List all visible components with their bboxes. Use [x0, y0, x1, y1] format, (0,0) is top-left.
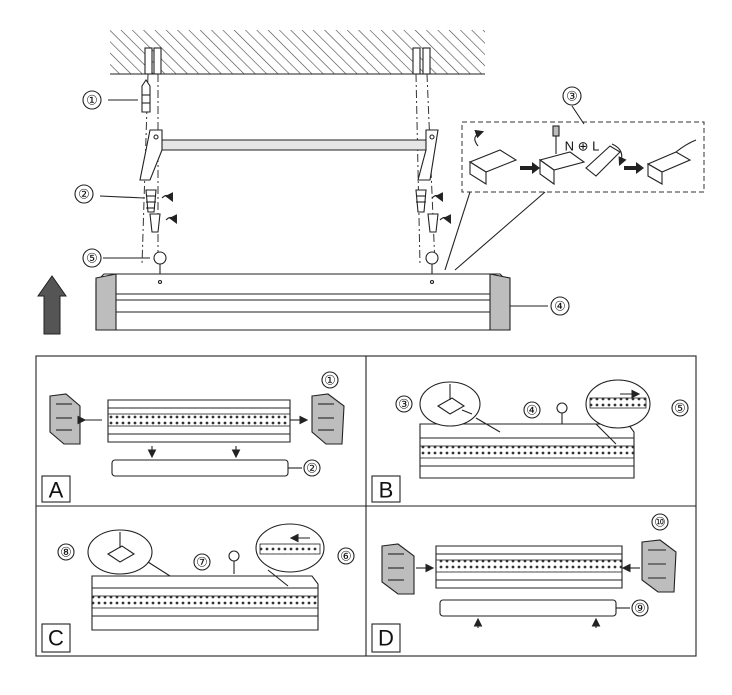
ceiling-installation-view: ① ②	[37, 30, 705, 335]
screw-icon	[145, 189, 439, 233]
end-cap-right	[641, 539, 677, 593]
panel-d-letter: D	[378, 626, 394, 651]
panel-c-label-8: ⑧	[60, 545, 72, 560]
label-3: ③	[566, 89, 578, 104]
panel-grid	[35, 355, 697, 657]
panel-b-label-3: ③	[398, 397, 410, 412]
panel-c: C ⑧ ⑦ ⑥	[41, 523, 355, 653]
end-cap-left	[49, 393, 81, 445]
panel-a-label-2: ②	[306, 461, 318, 476]
panel-d-label-9: ⑨	[634, 601, 646, 616]
panel-c-label-7: ⑦	[196, 555, 208, 570]
panel-a: A ② ①	[41, 371, 345, 503]
wall-plug-icon	[141, 79, 151, 113]
panel-d-label-10: ⑩	[654, 515, 666, 530]
end-cap-left	[381, 543, 415, 595]
wiring-terminal-text: N ⊕ L	[565, 139, 600, 154]
wiring-detail-inset: N ⊕ L	[444, 121, 705, 271]
panel-b: B ③ ④ ⑤	[371, 379, 689, 503]
panel-a-label-1: ①	[324, 373, 336, 388]
fixing-screw-icon	[153, 251, 439, 276]
label-1: ①	[86, 93, 98, 108]
end-cap-right	[311, 393, 345, 445]
panel-c-label-6: ⑥	[340, 549, 352, 564]
panel-c-letter: C	[48, 626, 64, 651]
diffuser	[439, 599, 617, 617]
label-4: ④	[554, 299, 566, 314]
panel-b-letter: B	[379, 478, 394, 503]
mounting-bracket	[139, 129, 439, 181]
panel-d: D ⑨ ⑩	[371, 513, 677, 653]
panel-b-label-4: ④	[526, 403, 538, 418]
panel-b-label-5: ⑤	[674, 401, 686, 416]
lift-arrow-icon	[37, 275, 67, 335]
luminaire-body	[95, 273, 511, 331]
label-2: ②	[78, 187, 90, 202]
label-5: ⑤	[86, 251, 98, 266]
panel-a-letter: A	[49, 478, 64, 503]
diffuser	[111, 459, 289, 477]
ceiling-anchor-left	[144, 47, 162, 75]
